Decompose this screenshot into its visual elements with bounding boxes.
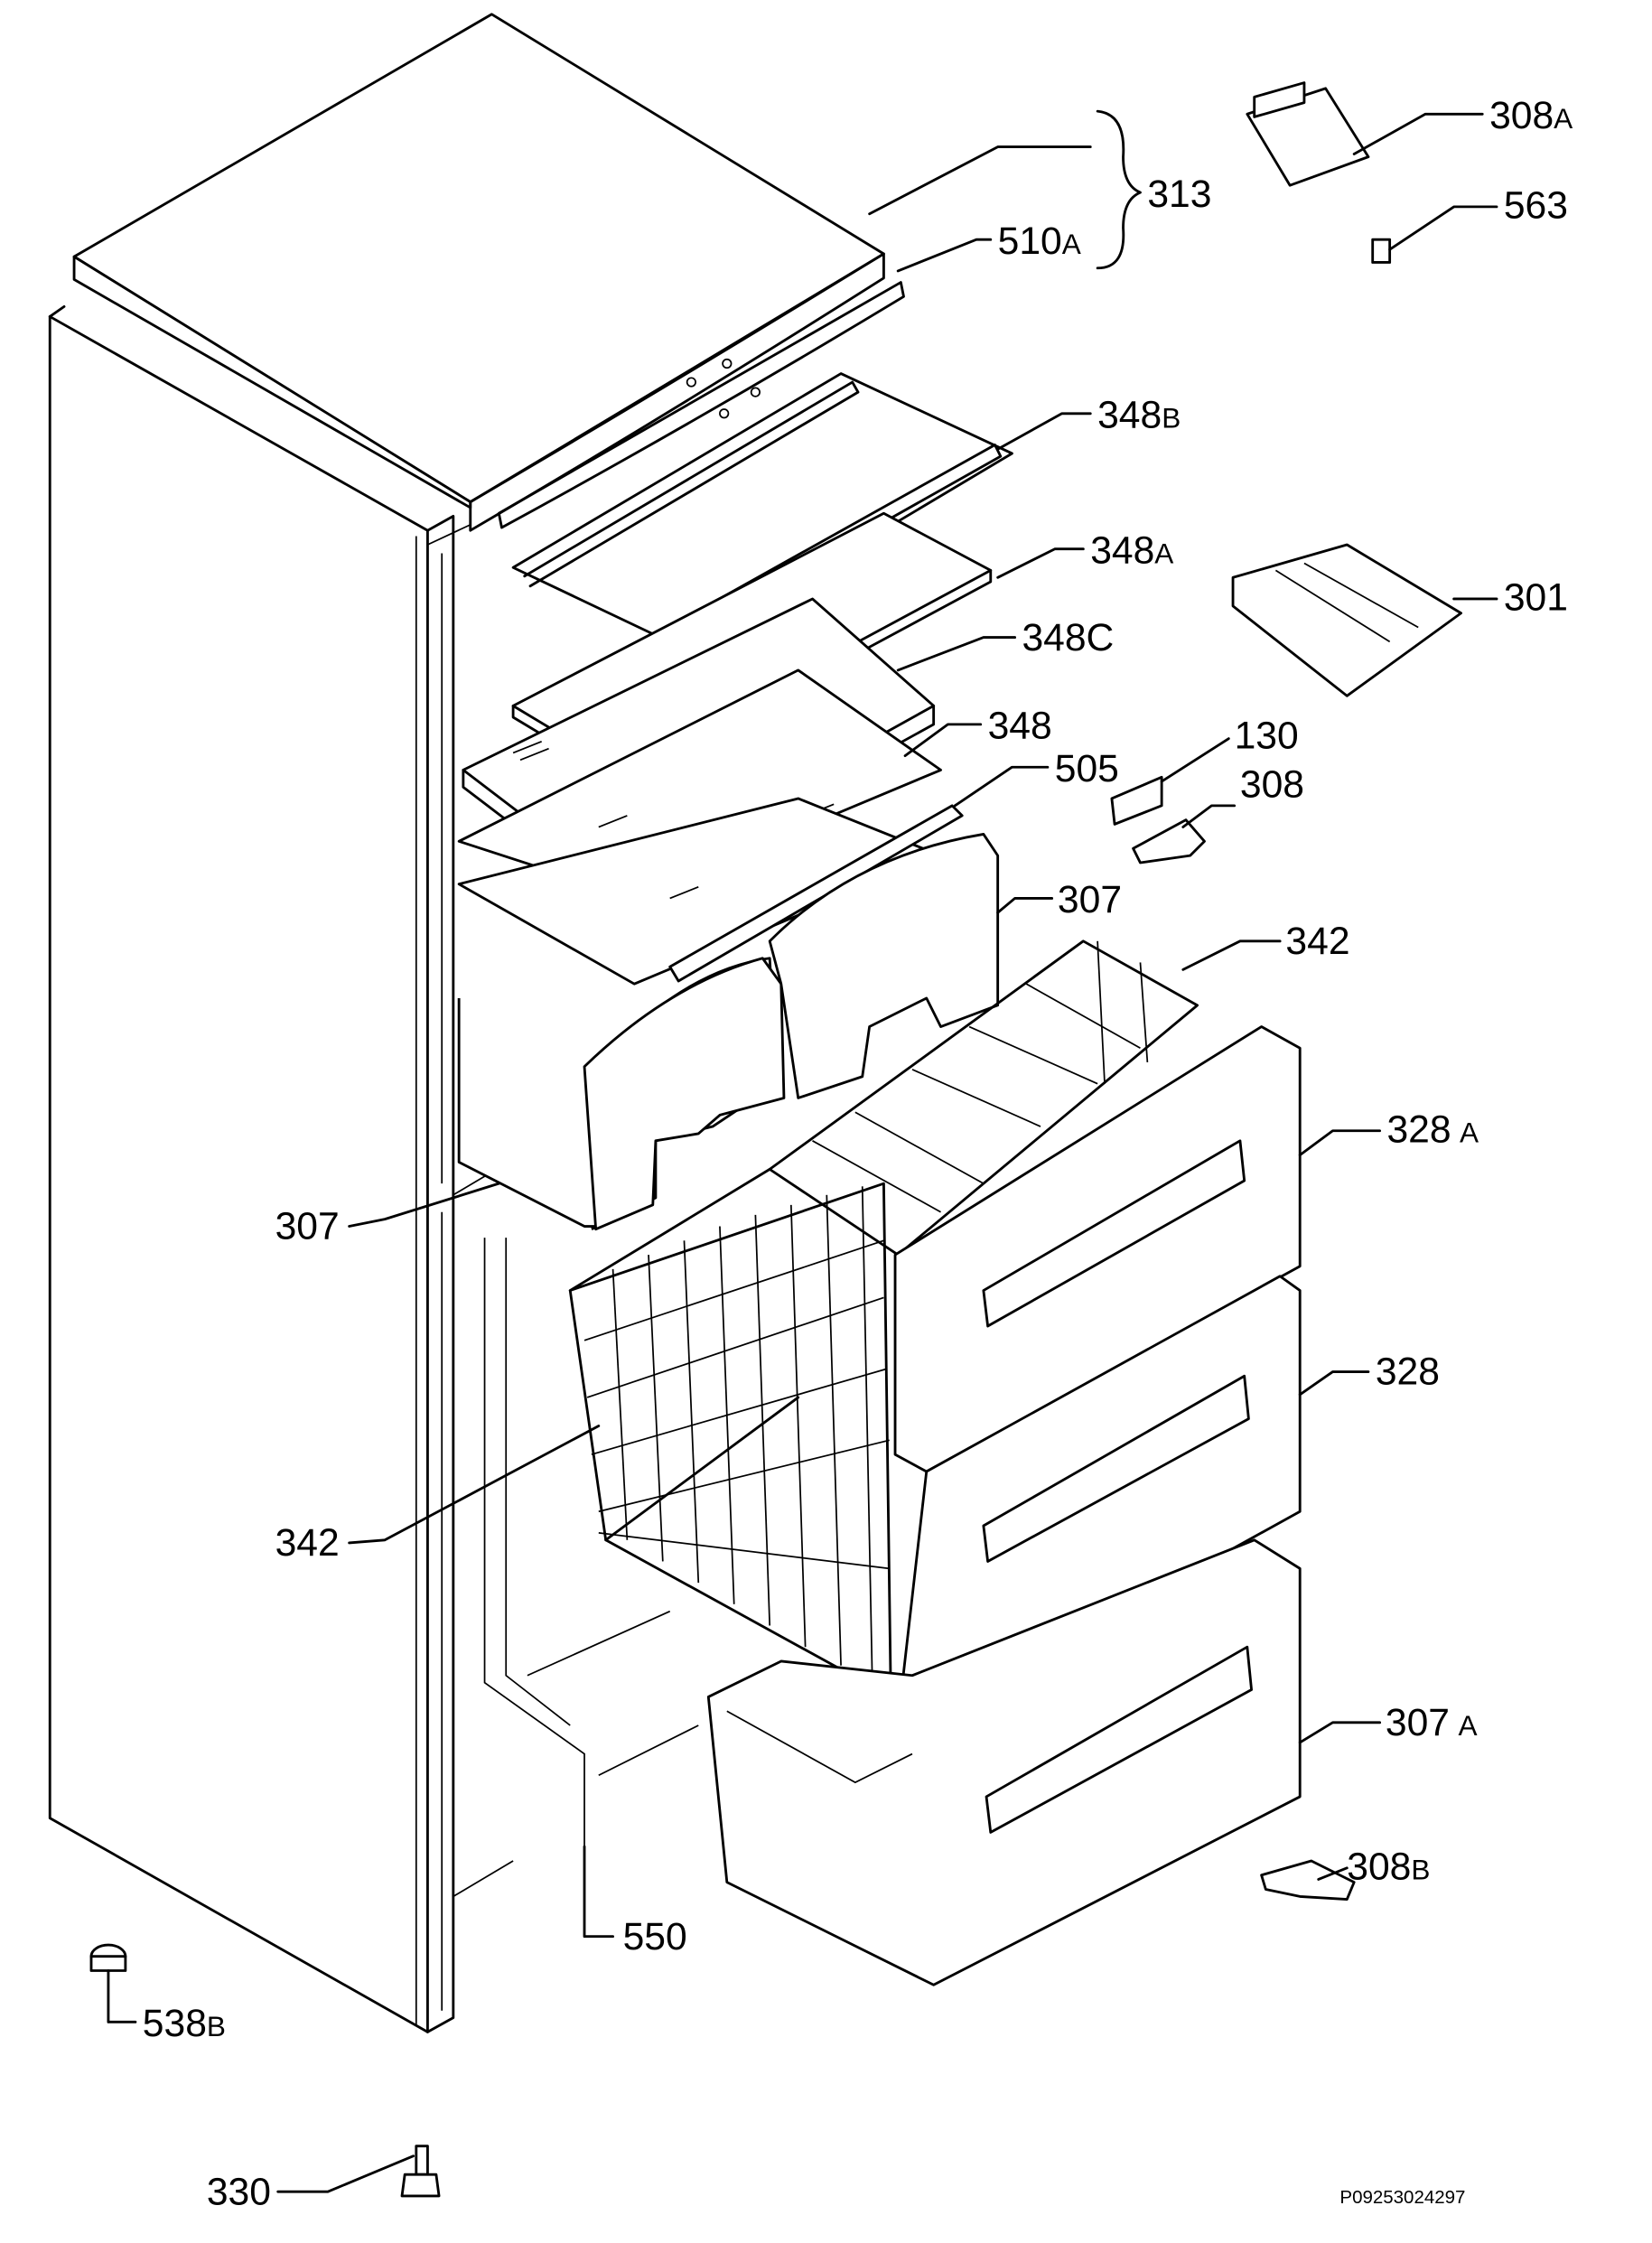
wire-basket <box>568 939 1199 1698</box>
leader-lines <box>107 109 1498 2193</box>
foot-538b <box>89 1943 127 1972</box>
part-130 <box>1110 775 1163 826</box>
callout-550: 550 <box>623 1915 687 1958</box>
cabinet-body <box>48 304 699 2033</box>
drawer-328a <box>893 1025 1302 1473</box>
callout-328: 328 <box>1376 1350 1440 1394</box>
callout-342-left: 342 <box>275 1521 340 1565</box>
callout-348: 348 <box>988 705 1052 748</box>
callout-348c: 348C <box>1022 616 1114 659</box>
shelf-348b <box>511 372 1013 660</box>
hinge-308b <box>1260 1859 1356 1901</box>
shelf-trim-505 <box>668 804 964 983</box>
bracket-308a <box>1246 81 1370 187</box>
top-cover <box>72 13 905 532</box>
callout-308b: 308B <box>1347 1845 1430 1888</box>
flap-307-right <box>768 833 1000 1099</box>
foot-330 <box>400 2145 441 2198</box>
callout-307-top: 307 <box>1058 878 1122 921</box>
callout-301: 301 <box>1504 576 1568 620</box>
callout-342-top: 342 <box>1285 920 1349 963</box>
hinge-308 <box>1132 818 1206 864</box>
flap-307-left <box>457 957 786 1231</box>
callout-307-left: 307 <box>275 1205 340 1248</box>
ice-tray-301 <box>1231 543 1462 697</box>
callout-330: 330 <box>207 2170 271 2213</box>
callout-538b: 538B <box>143 2002 226 2045</box>
callout-505: 505 <box>1055 747 1119 790</box>
callout-313: 313 <box>1147 173 1211 216</box>
callout-348b: 348B <box>1097 394 1181 437</box>
screw-563 <box>1371 238 1392 264</box>
callout-348a: 348A <box>1090 529 1173 573</box>
drawing-number: P09253024297 <box>1339 2187 1465 2208</box>
callout-308a: 308A <box>1489 94 1573 137</box>
drawer-307a <box>706 1538 1302 1986</box>
callout-563: 563 <box>1504 184 1568 228</box>
callout-308: 308 <box>1240 762 1304 806</box>
callout-130: 130 <box>1235 715 1299 758</box>
callout-510a: 510A <box>998 220 1081 263</box>
